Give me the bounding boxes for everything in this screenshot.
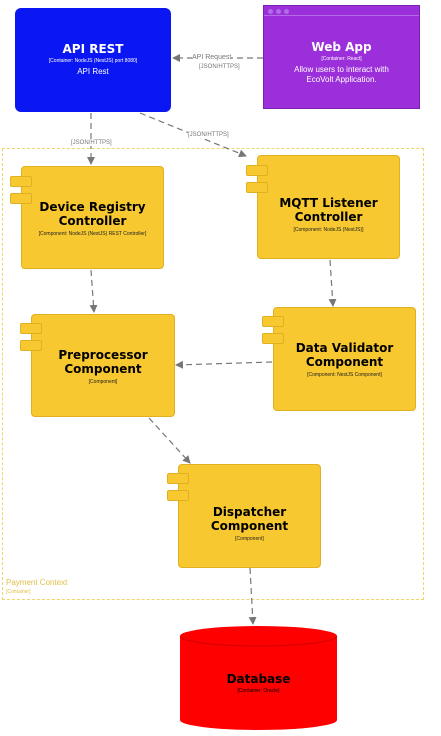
- data-validator-technology: [Component: NestJS Component]: [307, 372, 382, 378]
- edge-preprocessor-to-dispatcher: [148, 417, 191, 464]
- dispatcher-title: Dispatcher Component: [210, 505, 289, 533]
- boundary-type: [Container]: [6, 589, 31, 595]
- database-cylinder-shape: [180, 626, 337, 730]
- api-rest-technology: [Container: NodeJS (NestJS) port 8080]: [48, 58, 138, 64]
- edge-validator-to-preprocessor: [175, 360, 273, 369]
- payment-context-boundary: [2, 148, 424, 600]
- preprocessor-tab-1: [20, 323, 42, 334]
- database-container: Database [Container: Oracle]: [180, 626, 337, 730]
- database-technology: [Container: Oracle]: [237, 688, 280, 694]
- dispatcher-tab-2: [167, 490, 189, 501]
- web-app-description: Allow users to interact with EcoVolt App…: [294, 65, 389, 84]
- api-rest-title: API REST: [62, 42, 124, 56]
- database-title: Database: [226, 672, 291, 686]
- web-app-technology: [Container: React]: [321, 56, 362, 62]
- browser-dot-2: [276, 9, 281, 14]
- mqtt-listener-title: MQTT Listener Controller: [279, 196, 378, 224]
- preprocessor-technology: [Component]: [88, 379, 118, 385]
- edge-registry-to-preprocessor: [89, 269, 98, 313]
- data-validator-tab-1: [262, 316, 284, 327]
- device-registry-controller: Device Registry Controller [Component: N…: [21, 166, 164, 269]
- preprocessor-component: Preprocessor Component [Component]: [31, 314, 175, 417]
- preprocessor-tab-2: [20, 340, 42, 351]
- device-registry-tab-1: [10, 176, 32, 187]
- mqtt-listener-tab-1: [246, 165, 268, 176]
- browser-bar: [264, 6, 419, 16]
- browser-dot-1: [268, 9, 273, 14]
- dispatcher-component: Dispatcher Component [Component]: [178, 464, 321, 568]
- mqtt-listener-controller: MQTT Listener Controller [Component: Nod…: [257, 155, 400, 259]
- dispatcher-technology: [Component]: [235, 536, 264, 542]
- mqtt-listener-technology: [Component: NodeJS (NestJS)]: [293, 227, 364, 233]
- data-validator-component: Data Validator Component [Component: Nes…: [273, 307, 416, 411]
- device-registry-tab-2: [10, 193, 32, 204]
- edge-mqtt-to-validator: [328, 259, 337, 307]
- edge-tech-api-request: [JSON/HTTPS]: [199, 64, 240, 70]
- edge-dispatcher-to-database: [248, 567, 257, 625]
- device-registry-title: Device Registry Controller: [39, 200, 146, 228]
- dispatcher-tab-1: [167, 473, 189, 484]
- edge-tech-api-to-registry: [JSON/HTTPS]: [71, 140, 112, 146]
- data-validator-tab-2: [262, 333, 284, 344]
- api-rest-description: API Rest: [77, 67, 109, 76]
- device-registry-technology: [Component: NodeJS (NestJS) REST Control…: [38, 231, 147, 237]
- data-validator-title: Data Validator Component: [295, 341, 394, 369]
- boundary-name: Payment Context: [6, 578, 68, 587]
- api-rest-container: API REST [Container: NodeJS (NestJS) por…: [15, 8, 171, 112]
- edge-tech-api-to-mqtt: [JSON/HTTPS]: [188, 132, 229, 138]
- browser-dot-3: [284, 9, 289, 14]
- web-app-title: Web App: [311, 40, 372, 54]
- web-app-container: Web App [Container: React] Allow users t…: [263, 5, 420, 109]
- preprocessor-title: Preprocessor Component: [58, 348, 148, 376]
- edge-api-to-mqtt: [139, 112, 247, 158]
- mqtt-listener-tab-2: [246, 182, 268, 193]
- edge-label-api-request: API Request: [192, 54, 232, 61]
